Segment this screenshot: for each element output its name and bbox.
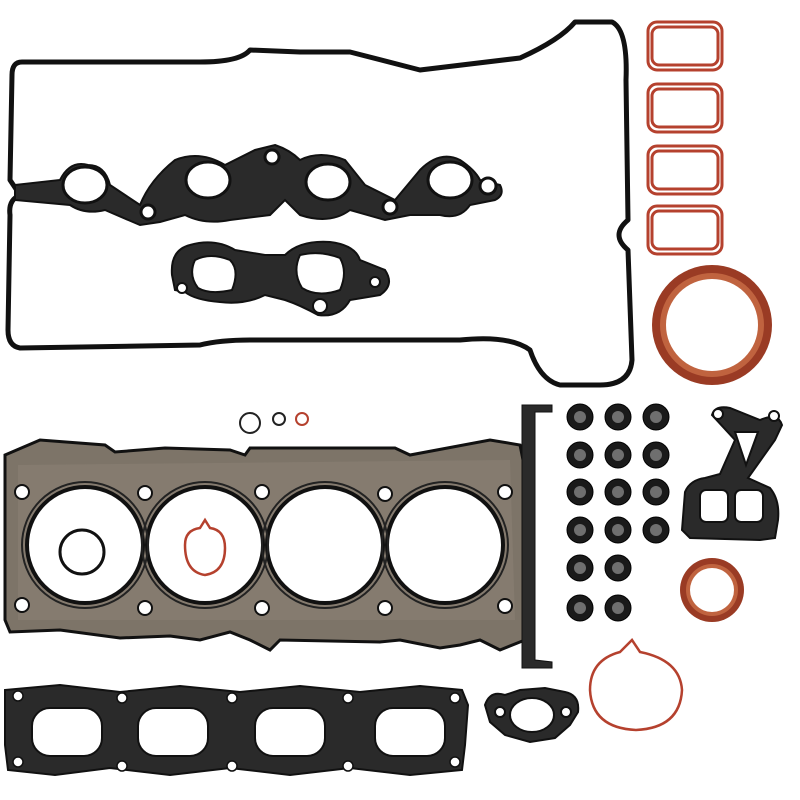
valve-cover-gasket [5,19,635,388]
side-gasket-strip [521,404,553,669]
exhaust-ports [31,707,446,757]
exhaust-manifold-gasket [4,683,470,777]
spark-plug-holes [61,148,498,221]
thermostat-o-ring [588,638,684,732]
rear-main-seal [652,265,772,385]
head-bolt-holes [14,484,513,616]
spark-plug-tube-gasket [14,143,503,227]
oil-filter-housing-gasket [680,406,784,542]
intake-manifold-gaskets [646,20,724,256]
front-crank-seal [680,558,744,622]
head-gasket-red-ring [183,517,227,577]
valve-stem-seals [566,403,670,622]
small-o-rings [239,412,309,434]
exhaust-bolt-holes [12,690,461,772]
